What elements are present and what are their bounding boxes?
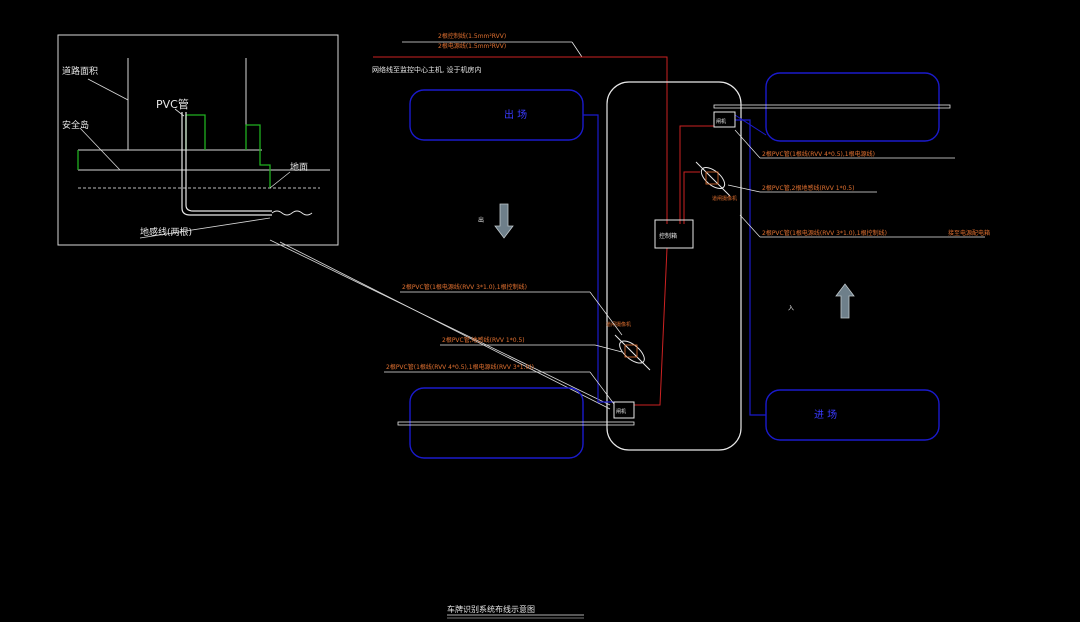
top-notes: 2根控制线(1.5mm²RVV) 2根电源线(1.5mm²RVV) 网络线至监控…: [372, 32, 668, 224]
center-island: [606, 81, 742, 451]
barrier-arm-right: [713, 104, 951, 109]
leader-wire: [139, 217, 271, 239]
camera-right-head: [705, 171, 719, 185]
blue-conduit-left: [583, 114, 614, 403]
leader-ground: [269, 171, 291, 189]
note-r3-leader: [739, 214, 761, 238]
detail-inset: 道路面积 PVC管 安全岛 地面 地感线(两根): [57, 34, 339, 246]
camera-left-pole: [614, 334, 651, 371]
camera-right: 道闸摄像机: [695, 161, 737, 202]
blue-conduit-right-2: [734, 114, 767, 136]
camera-left-label: 道闸摄像机: [606, 321, 631, 328]
gate-box-bottom-left-label: 闸机: [616, 408, 626, 415]
red-wire-right-2: [683, 171, 700, 224]
label-pvc: PVC管: [156, 97, 189, 111]
arrow-exit: 出: [478, 203, 514, 239]
top-note-2: 2根电源线(1.5mm²RVV): [438, 42, 506, 50]
top-note-line-2: [571, 41, 583, 58]
note-r1-leader: [734, 129, 761, 159]
arrow-entry: 入: [788, 283, 855, 319]
label-safety: 安全岛: [62, 119, 89, 131]
drawing-title: 车牌识别系统布线示意图: [447, 604, 535, 614]
blue-conduit-right: [735, 119, 766, 416]
note-r3b: 接至电源配电箱: [948, 229, 990, 237]
inset-coil: [271, 210, 313, 216]
lane-exit-top: [409, 89, 584, 141]
camera-left: 道闸摄像机: [606, 321, 651, 371]
gate-box-top-right-label: 闸机: [716, 118, 726, 125]
red-wire-right: [679, 125, 714, 224]
top-note-3: 网络线至监控中心主机, 设于机房内: [372, 65, 481, 74]
arrow-entry-label: 入: [788, 305, 794, 312]
note-l1: 2根PVC管(1根电源线(RVV 3*1.0),1根控制线): [402, 283, 527, 291]
barrier-arm-left: [397, 421, 635, 426]
label-wire: 地感线(两根): [140, 226, 192, 238]
label-ground: 地面: [290, 161, 308, 173]
lane-exit-bottom: [409, 387, 584, 459]
arrow-down-icon: [494, 203, 514, 239]
inset-pvc-pipe-b: [185, 112, 272, 212]
arrow-up-icon: [835, 283, 855, 319]
control-box-label: 控制箱: [659, 232, 677, 240]
camera-right-pole: [695, 161, 731, 197]
leader-safety: [79, 127, 121, 171]
note-l3: 2根PVC管(1根线(RVV 4*0.5),1根电源线(RVV 3*1.0)): [386, 363, 534, 371]
inset-frame: [57, 34, 339, 246]
leader-pvc: [174, 108, 185, 117]
arrow-exit-label: 出: [478, 216, 484, 224]
right-notes: 2根PVC管(1根线(RVV 4*0.5),1根电源线) 2根PVC管,2根地感…: [727, 129, 990, 238]
red-network-line: [373, 56, 668, 224]
inset-green-3: [245, 124, 271, 188]
detail-leader-2: [279, 241, 611, 410]
camera-right-label: 道闸摄像机: [712, 195, 737, 202]
inset-green-2: [185, 114, 206, 150]
lane-entry-label: 进 场: [814, 408, 837, 421]
top-note-1: 2根控制线(1.5mm²RVV): [438, 32, 506, 40]
label-top: 道路面积: [62, 65, 98, 77]
note-l1-leader: [589, 291, 623, 336]
left-notes: 2根PVC管(1根电源线(RVV 3*1.0),1根控制线) 2根PVC管,地感…: [384, 283, 623, 405]
camera-left-head: [624, 344, 638, 358]
control-box: [654, 219, 694, 249]
gate-box-top-right: [713, 111, 736, 128]
red-wire-left: [634, 247, 668, 406]
note-r2-leader: [727, 184, 761, 193]
camera-right-body: [700, 167, 726, 189]
note-r3: 2根PVC管(1根电源线(RVV 3*1.0),1根控制线): [762, 229, 887, 237]
inset-pvc-pipe-a: [181, 112, 272, 216]
note-l2-leader: [594, 344, 623, 353]
note-r1: 2根PVC管(1根线(RVV 4*0.5),1根电源线): [762, 150, 875, 158]
detail-leader-1: [269, 239, 611, 406]
leader-top: [87, 78, 129, 101]
note-r2: 2根PVC管,2根地感线(RVV 1*0.5): [762, 184, 854, 192]
lane-entry-top: [765, 72, 940, 142]
gate-box-bottom-left: [613, 401, 635, 419]
note-l2: 2根PVC管,地感线(RVV 1*0.5): [442, 336, 525, 344]
note-l3-leader: [589, 371, 615, 405]
lanes: 出 场 进 场: [409, 72, 940, 459]
lane-entry-bottom: [765, 389, 940, 441]
lane-exit-label: 出 场: [504, 108, 527, 121]
